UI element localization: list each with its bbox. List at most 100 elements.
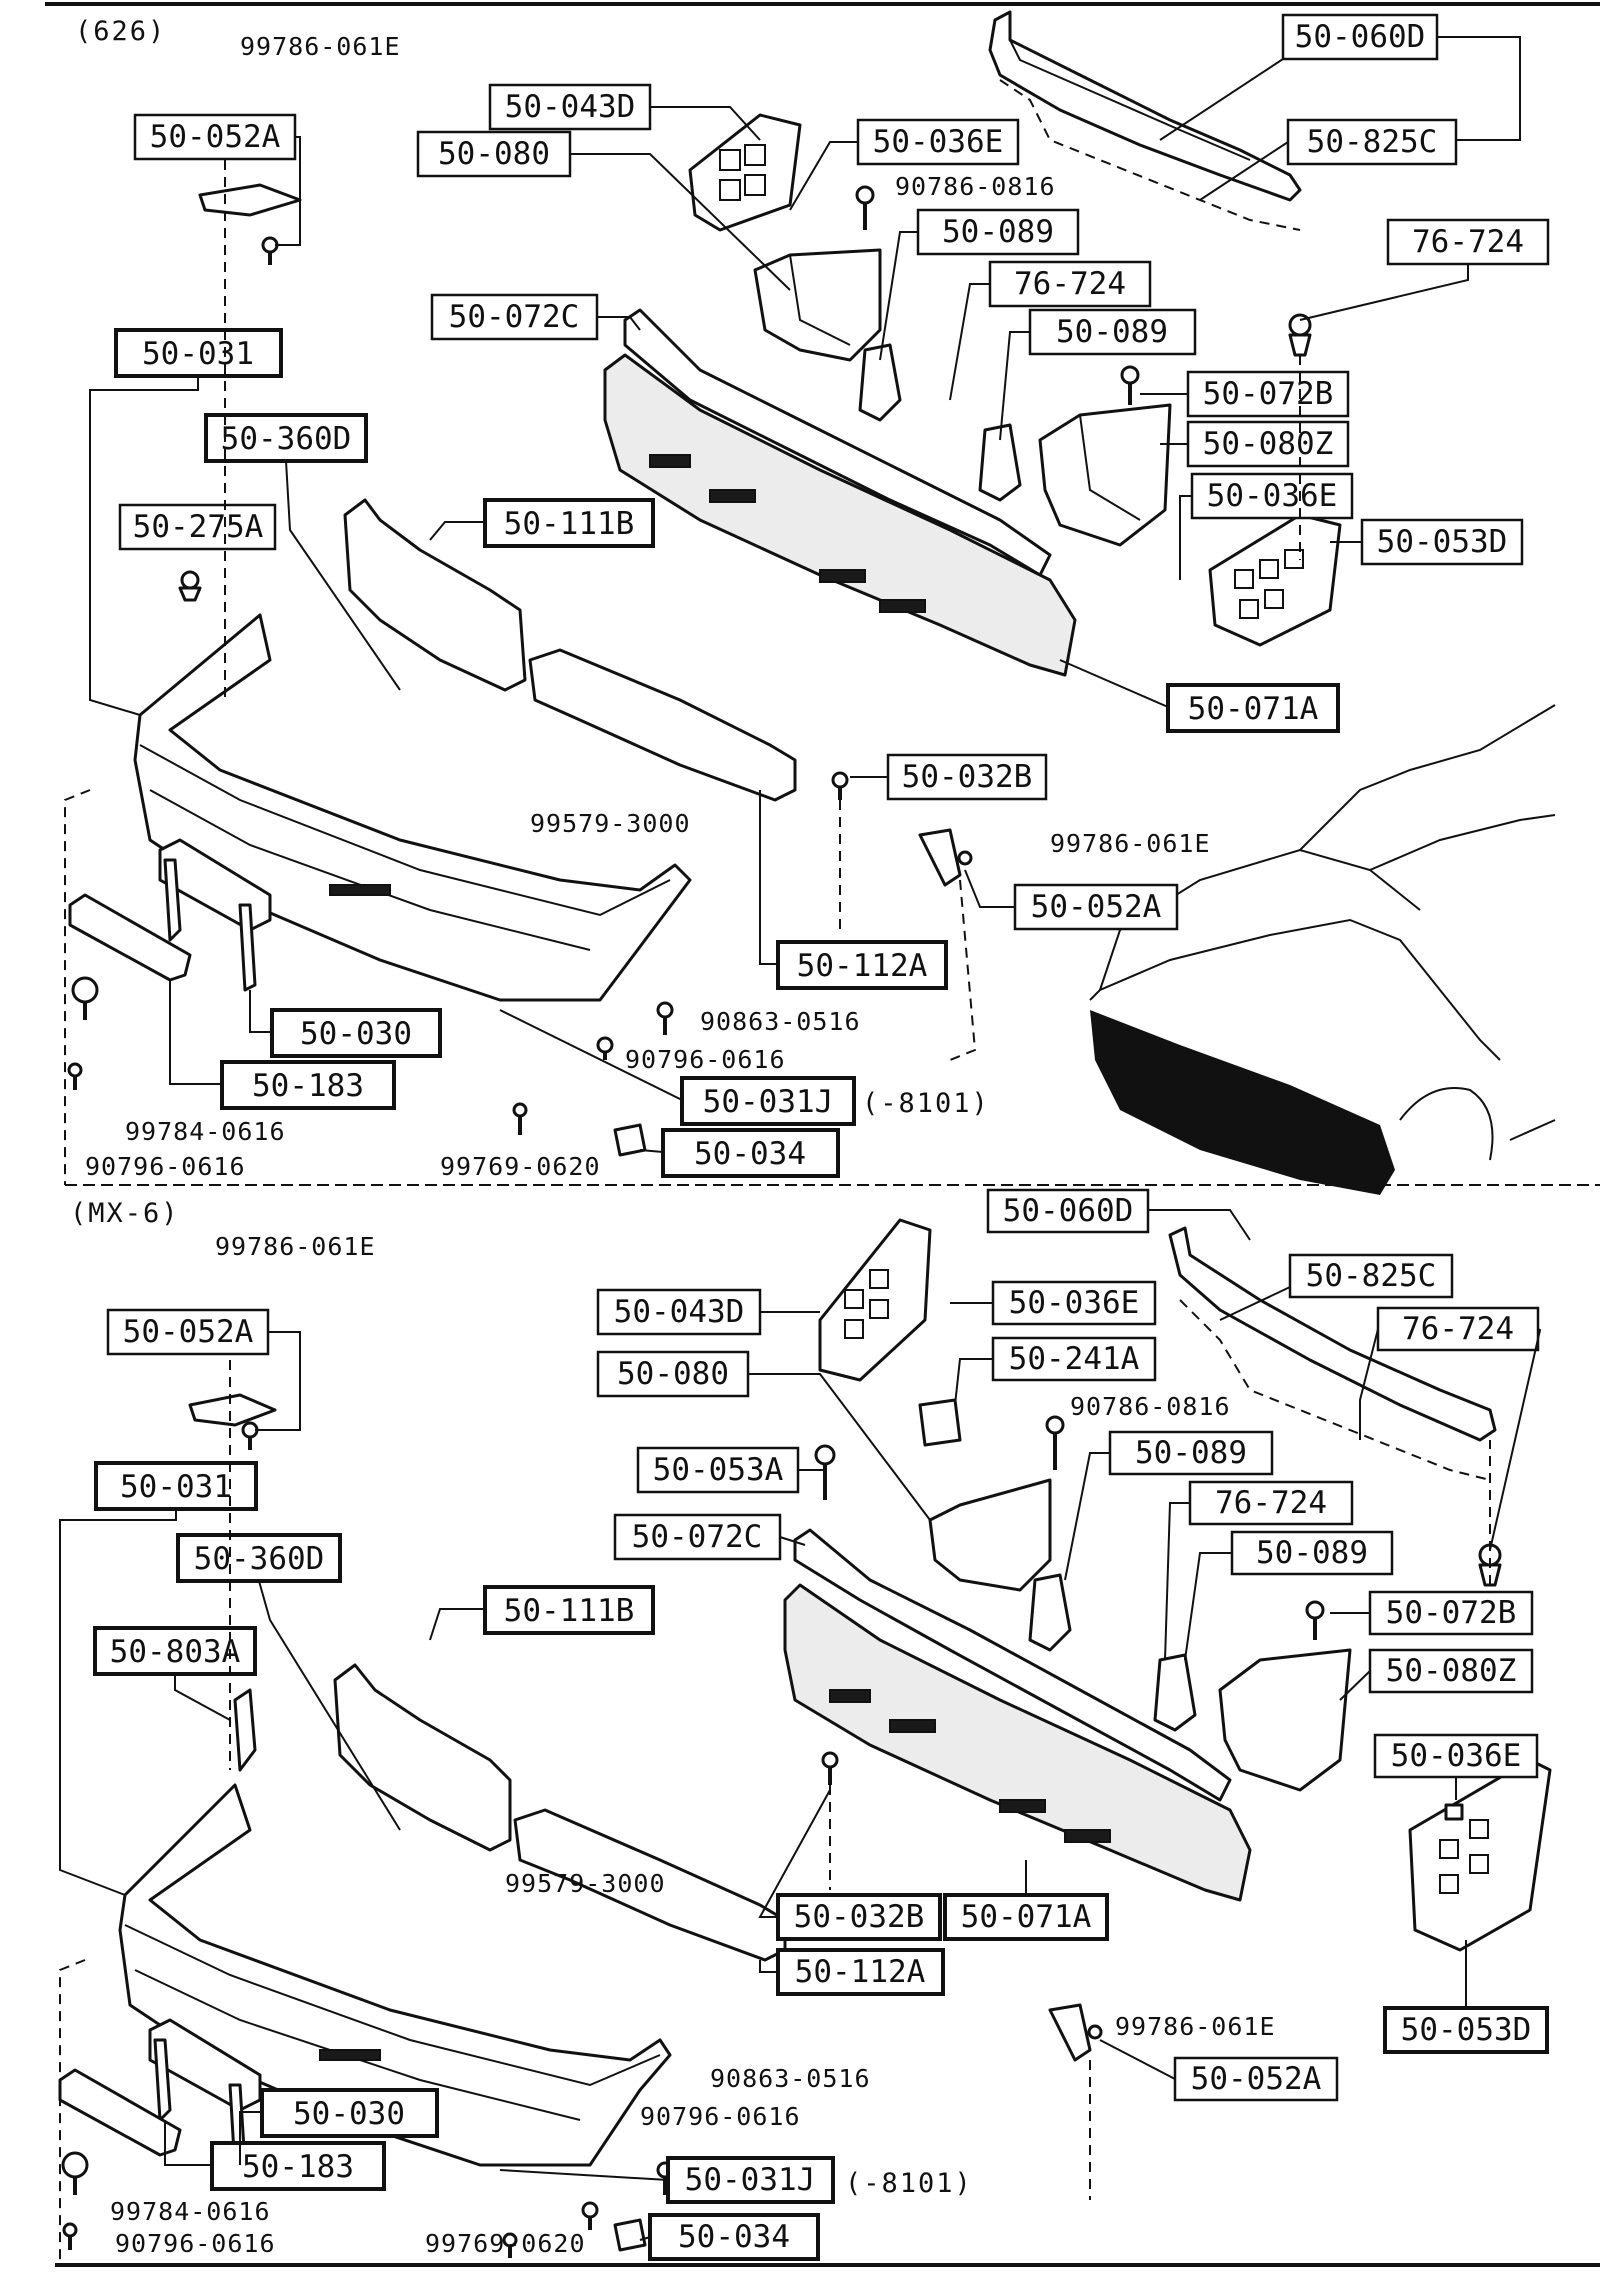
callout-label: 50-089 — [1256, 1535, 1368, 1571]
callout-label: 50-043D — [614, 1294, 745, 1330]
callout-label: 50-360D — [194, 1541, 325, 1577]
part-number: 99579-3000 — [505, 1869, 666, 1898]
callout-label: 50-111B — [504, 1593, 635, 1629]
upper-reinforcement-shape — [988, 10, 1302, 202]
energy-absorber-shape — [623, 308, 1052, 577]
callout-label: 50-032B — [794, 1899, 925, 1935]
callout-label: 50-275A — [133, 509, 264, 545]
part-number: 99786-061E — [1115, 2012, 1276, 2041]
part-number: 90796-0616 — [625, 1045, 786, 1074]
callout-label: 50-031 — [142, 336, 254, 372]
callout-label: 50-031 — [120, 1469, 232, 1505]
leader-lines-mx6 — [59, 1209, 1542, 2260]
callout-label: 50-080 — [438, 136, 550, 172]
callout-label: 50-030 — [293, 2096, 405, 2132]
callout-label: 50-089 — [1135, 1435, 1247, 1471]
section-heading: (626) — [75, 16, 166, 47]
callout-label: 50-052A — [123, 1314, 254, 1350]
callout-label: 50-031J — [685, 2162, 816, 2198]
part-numbers-626: 99786-061E 90786-0816 99579-3000 99786-0… — [85, 32, 1211, 1181]
callout-label: 50-060D — [1295, 19, 1426, 55]
callout-label: 76-724 — [1402, 1311, 1514, 1347]
callout-label: 50-072B — [1386, 1595, 1517, 1631]
upper-moulding-right-shape — [528, 648, 797, 802]
part-number: 99579-3000 — [530, 809, 691, 838]
upper-moulding-left-shape — [343, 498, 527, 692]
part-number: 90796-0616 — [115, 2229, 276, 2258]
part-number: 90796-0616 — [640, 2102, 801, 2131]
callout-label: 50-030 — [300, 1016, 412, 1052]
callout-label: 50-052A — [1031, 889, 1162, 925]
part-number: 99784-0616 — [125, 1117, 286, 1146]
callout-label: 50-071A — [1188, 691, 1319, 727]
part-number: 99786-061E — [240, 32, 401, 61]
callout-labels-mx6: 50-060D 50-825C 50-043D 50-036E 76-724 5… — [93, 1188, 1549, 2261]
section-mx6: (MX-6) — [58, 1188, 1552, 2261]
callout-label: 50-032B — [902, 759, 1033, 795]
car-bumper-highlight — [1090, 1010, 1395, 1195]
part-number: 90863-0516 — [700, 1007, 861, 1036]
license-bracket-shape — [68, 893, 192, 982]
callout-label: 76-724 — [1412, 224, 1524, 260]
callout-label: 50-080Z — [1203, 426, 1334, 462]
callout-label: 50-036E — [1009, 1285, 1140, 1321]
callout-label: 50-080 — [617, 1356, 729, 1392]
callout-label: 50-111B — [504, 506, 635, 542]
mount-bracket-right-shape — [1038, 403, 1172, 547]
car-silhouette — [1089, 918, 1501, 1061]
callout-label: 50-072C — [449, 299, 580, 335]
callout-label: 50-052A — [1191, 2061, 1322, 2097]
side-bracket-right-shape — [1208, 513, 1342, 647]
callout-label: 50-052A — [150, 119, 281, 155]
part-number: 99769-0620 — [425, 2229, 586, 2258]
part-number: 99769-0620 — [440, 1152, 601, 1181]
callout-label: 50-803A — [110, 1634, 241, 1670]
callout-label: 50-080Z — [1386, 1653, 1517, 1689]
callout-label: 50-036E — [873, 124, 1004, 160]
section-heading: (MX-6) — [70, 1198, 180, 1229]
parts-artwork-626 — [67, 10, 1556, 1195]
callout-label: 50-112A — [795, 1954, 926, 1990]
callout-label: 76-724 — [1215, 1485, 1327, 1521]
callout-label: 50-089 — [942, 214, 1054, 250]
part-number: 90786-0816 — [1070, 1392, 1231, 1421]
applicability-note: (-8101) — [845, 2168, 973, 2199]
part-numbers-mx6: 99786-061E 90786-0816 99579-3000 99786-0… — [110, 1232, 1276, 2258]
leader-lines-626 — [64, 36, 1521, 1185]
part-number: 99784-0616 — [110, 2197, 271, 2226]
part-number: 90786-0816 — [895, 172, 1056, 201]
callout-label: 50-053A — [653, 1452, 784, 1488]
section-626: (626) — [64, 10, 1556, 1195]
callout-label: 50-089 — [1056, 314, 1168, 350]
callout-label: 50-825C — [1306, 1258, 1437, 1294]
side-bracket-shape — [688, 113, 802, 232]
mount-bracket-shape — [753, 248, 882, 362]
callout-label: 76-724 — [1014, 266, 1126, 302]
callout-label: 50-071A — [961, 1899, 1092, 1935]
callout-label: 50-072C — [632, 1519, 763, 1555]
callout-label: 50-034 — [694, 1136, 806, 1172]
part-number: 99786-061E — [215, 1232, 376, 1261]
bumper-reinforcement-shape — [603, 353, 1077, 677]
callout-label: 50-360D — [221, 421, 352, 457]
callout-label: 50-183 — [242, 2149, 354, 2185]
part-number: 90796-0616 — [85, 1152, 246, 1181]
callout-label: 50-060D — [1003, 1193, 1134, 1229]
callout-label: 50-043D — [505, 89, 636, 125]
callout-label: 50-053D — [1377, 524, 1508, 560]
callout-label: 50-112A — [797, 948, 928, 984]
part-number: 99786-061E — [1050, 829, 1211, 858]
part-number: 90863-0516 — [710, 2064, 871, 2093]
callout-label: 50-241A — [1009, 1341, 1140, 1377]
applicability-note: (-8101) — [862, 1088, 990, 1119]
callout-label: 50-031J — [703, 1084, 834, 1120]
callout-label: 50-034 — [678, 2219, 790, 2255]
parts-artwork-mx6 — [58, 1218, 1552, 2258]
callout-label: 50-036E — [1207, 478, 1338, 514]
callout-label: 50-183 — [252, 1068, 364, 1104]
callout-labels-626: 50-060D 50-043D 50-036E 50-825C 50-080 5… — [114, 13, 1550, 1178]
callout-label: 50-053D — [1401, 2012, 1532, 2048]
callout-label: 50-036E — [1391, 1738, 1522, 1774]
callout-label: 50-825C — [1307, 124, 1438, 160]
